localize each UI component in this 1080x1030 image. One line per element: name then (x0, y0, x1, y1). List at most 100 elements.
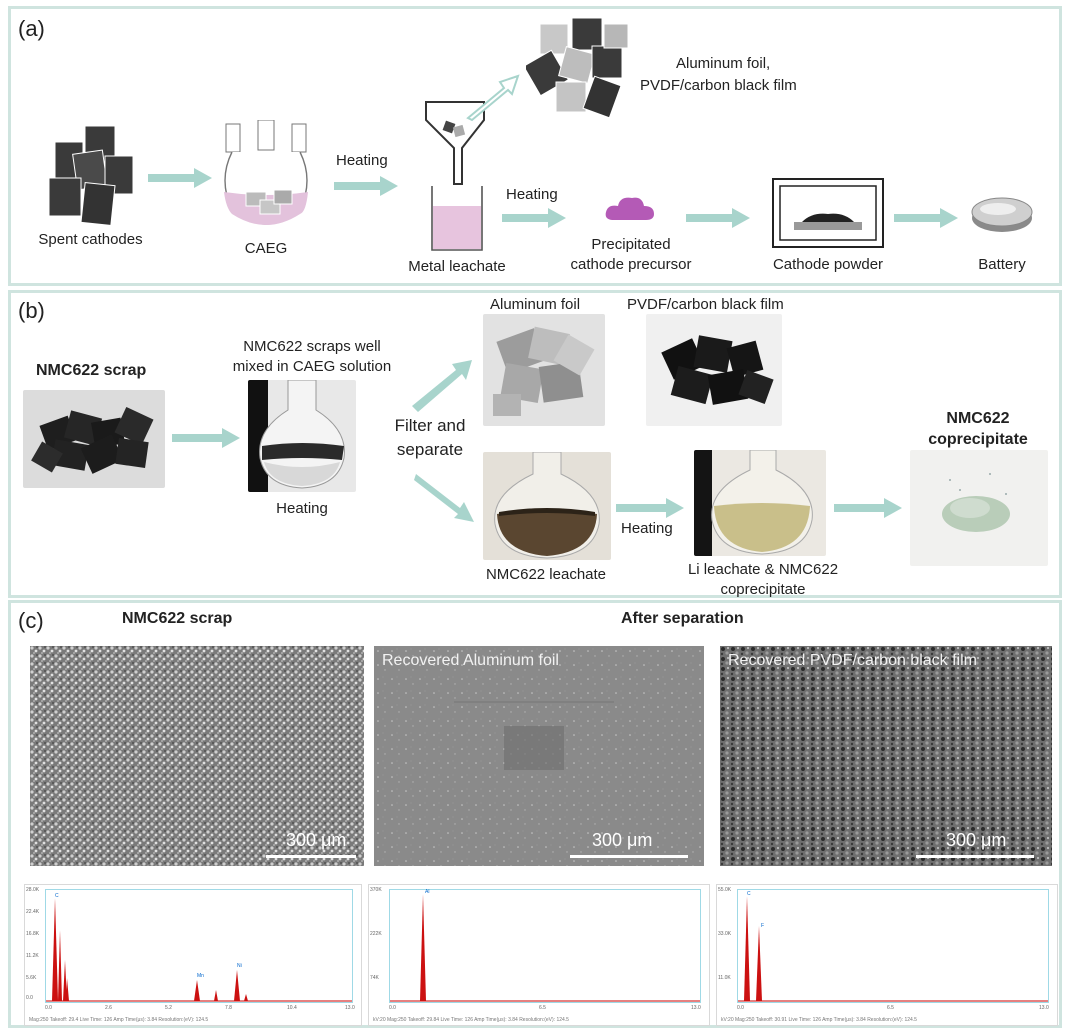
peak-label: F (761, 923, 764, 929)
precipitate-cloud-icon (604, 194, 656, 224)
spent-cathodes-label: Spent cathodes (28, 231, 153, 248)
x-tick: 10.4 (287, 1005, 297, 1011)
pvdf-film-title: PVDF/carbon black film (627, 296, 784, 313)
x-tick: 6.5 (539, 1005, 546, 1011)
sem-label-pvdf: Recovered PVDF/carbon black film (728, 652, 977, 670)
scale-text: 300 μm (946, 830, 1006, 851)
aluminum-foil-title: Aluminum foil (490, 296, 580, 313)
y-tick: 55.0K (718, 887, 731, 893)
arrow-b-down (414, 468, 480, 524)
y-tick: 16.8K (26, 931, 39, 937)
y-tick: 370K (370, 887, 382, 893)
heating-label-b1: Heating (262, 500, 342, 517)
cathode-powder-label: Cathode powder (758, 256, 898, 273)
scale-bar (266, 855, 356, 858)
filter-label-2: separate (382, 440, 478, 460)
three-neck-flask-icon (218, 120, 314, 230)
arrow-byproduct (464, 72, 524, 122)
y-tick: 22.4K (26, 909, 39, 915)
x-tick: 13.0 (1039, 1005, 1049, 1011)
arrow-a4 (686, 208, 752, 228)
peak-label: Ni (237, 963, 242, 969)
eds-spectrum-pvdf: 55.0K 33.0K 11.0K 0.0 6.5 13.0 C F kV:20… (716, 884, 1058, 1026)
peak-label: Al (425, 889, 429, 895)
leachate-label: NMC622 leachate (466, 566, 626, 583)
mixed-label-2: mixed in CAEG solution (212, 358, 412, 375)
arrow-b3 (834, 498, 904, 518)
peak-label: C (55, 893, 59, 899)
byproduct-label-2: PVDF/carbon black film (640, 77, 797, 94)
precursor-label-1: Precipitated (566, 236, 696, 253)
peak-label: Mn (197, 973, 204, 979)
scale-text: 300 μm (286, 830, 346, 851)
y-tick: 0.0 (26, 995, 33, 1001)
x-tick: 13.0 (345, 1005, 355, 1011)
metal-leachate-label: Metal leachate (392, 258, 522, 275)
beaker-icon (426, 184, 488, 254)
panel-c-label: (c) (18, 608, 44, 634)
panel-a-label: (a) (18, 16, 45, 42)
leachate-flask-photo (483, 452, 611, 560)
sem-label-aluminum: Recovered Aluminum foil (382, 652, 559, 670)
heating-label-b2: Heating (621, 520, 673, 537)
sem-image-pvdf: Recovered PVDF/carbon black film 300 μm (720, 646, 1052, 866)
spent-cathodes-icon (45, 122, 140, 227)
x-tick: 6.5 (887, 1005, 894, 1011)
pvdf-film-photo (646, 314, 782, 426)
eds-plot-area (389, 889, 701, 1003)
scrap-title-c: NMC622 scrap (122, 610, 232, 628)
y-tick: 5.6K (26, 975, 36, 981)
eds-spectrum-scrap: 28.0K 22.4K 16.8K 11.2K 5.6K 0.0 0.0 2.6… (24, 884, 362, 1026)
furnace-icon (772, 178, 884, 248)
coprecipitate-title-1: NMC622 (918, 410, 1038, 428)
scale-bar (916, 855, 1034, 858)
arrow-a2 (334, 176, 400, 196)
x-tick: 13.0 (691, 1005, 701, 1011)
y-tick: 74K (370, 975, 379, 981)
peak-label: C (747, 891, 751, 897)
arrow-a1 (148, 168, 214, 188)
arrow-a3 (502, 208, 568, 228)
li-leachate-label-1: Li leachate & NMC622 (668, 561, 858, 578)
eds-footer: Mag:250 Takeoff: 29.4 Live Time: 126 Amp… (29, 1017, 208, 1023)
x-tick: 0.0 (737, 1005, 744, 1011)
x-tick: 7.8 (225, 1005, 232, 1011)
coprecipitate-photo (910, 450, 1048, 566)
eds-plot-area (737, 889, 1049, 1003)
y-tick: 11.2K (26, 953, 39, 959)
eds-footer: kV:20 Mag:250 Takeoff: 29.84 Live Time: … (373, 1017, 569, 1023)
scrap-title-b: NMC622 scrap (36, 362, 146, 380)
arrow-b2 (616, 498, 686, 518)
battery-label: Battery (962, 256, 1042, 273)
x-tick: 0.0 (389, 1005, 396, 1011)
precursor-label-2: cathode precursor (556, 256, 706, 273)
sem-image-aluminum: Recovered Aluminum foil 300 μm (374, 646, 704, 866)
li-leachate-label-2: coprecipitate (688, 581, 838, 598)
arrow-b1 (172, 428, 242, 448)
heating-label-a1: Heating (336, 152, 388, 169)
coprecipitate-title-2: coprecipitate (908, 431, 1048, 449)
byproduct-label-1: Aluminum foil, (676, 55, 770, 72)
mixed-label-1: NMC622 scraps well (222, 338, 402, 355)
after-separation-title: After separation (621, 610, 744, 628)
arrow-b-up (410, 356, 476, 414)
y-tick: 33.0K (718, 931, 731, 937)
y-tick: 28.0K (26, 887, 39, 893)
flask-scrap-photo (248, 380, 356, 492)
x-tick: 0.0 (45, 1005, 52, 1011)
foil-film-pile-icon (526, 16, 636, 130)
y-tick: 11.0K (718, 975, 731, 981)
coin-battery-icon (970, 194, 1034, 234)
scale-text: 300 μm (592, 830, 652, 851)
li-leachate-photo (694, 450, 826, 556)
eds-footer: kV:20 Mag:250 Takeoff: 30.91 Live Time: … (721, 1017, 917, 1023)
eds-plot-area (45, 889, 353, 1003)
x-tick: 2.6 (105, 1005, 112, 1011)
caeg-label: CAEG (226, 240, 306, 257)
heating-label-a2: Heating (506, 186, 558, 203)
scale-bar (570, 855, 688, 858)
eds-spectrum-aluminum: 370K 222K 74K 0.0 6.5 13.0 Al kV:20 Mag:… (368, 884, 710, 1026)
panel-b-label: (b) (18, 298, 45, 324)
arrow-a5 (894, 208, 960, 228)
x-tick: 5.2 (165, 1005, 172, 1011)
